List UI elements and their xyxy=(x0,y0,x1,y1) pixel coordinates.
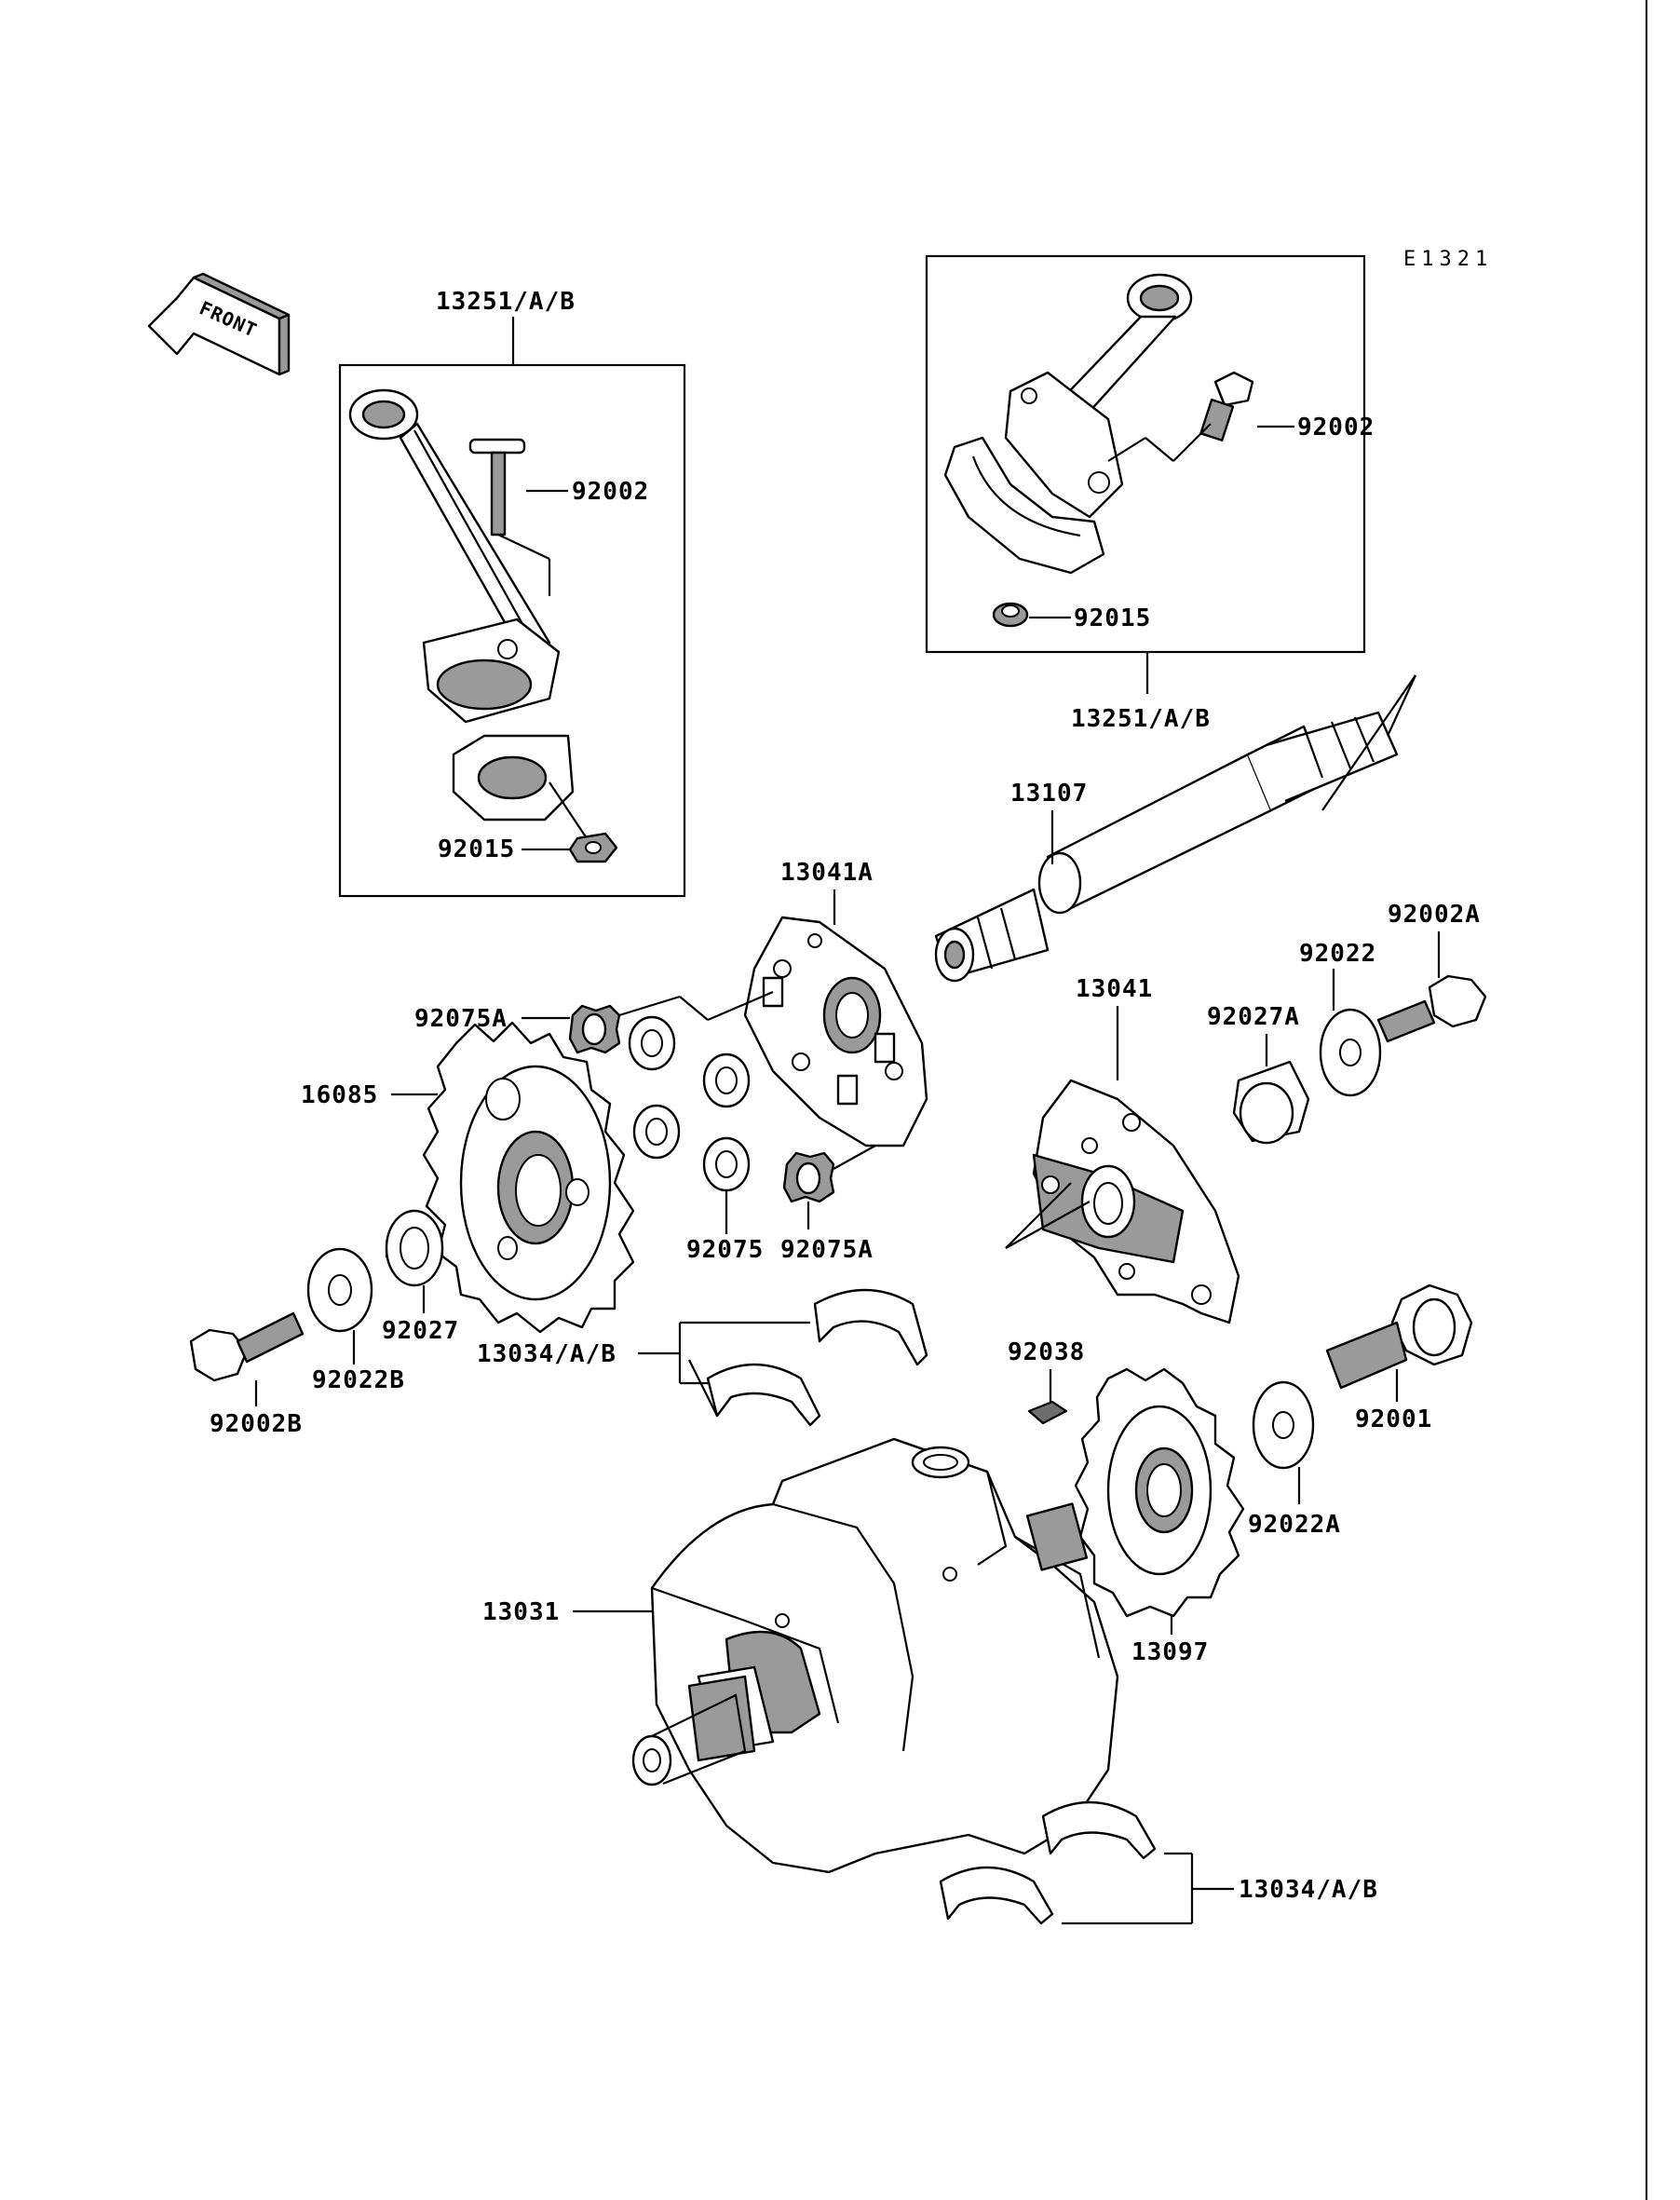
callout-92027A: 92027A xyxy=(1207,1003,1300,1031)
callout-92002-right: 92002 xyxy=(1297,414,1375,441)
spacer-92027 xyxy=(385,1209,444,1287)
callout-92038: 92038 xyxy=(1008,1338,1085,1366)
callout-92022A: 92022A xyxy=(1248,1511,1341,1539)
balancer-13041 xyxy=(1005,1079,1240,1324)
bolt-92002B xyxy=(189,1311,305,1382)
callout-92075A-top: 92075A xyxy=(414,1005,508,1033)
callout-16085: 16085 xyxy=(301,1081,378,1109)
rod-nut-right xyxy=(992,602,1029,628)
bushing-92075-set xyxy=(628,1015,751,1192)
callout-13097: 13097 xyxy=(1131,1638,1209,1666)
balancer-plate-13041A xyxy=(743,916,928,1148)
bolt-92002A xyxy=(1376,974,1487,1043)
callout-92022B: 92022B xyxy=(312,1366,405,1394)
shaft-13107 xyxy=(934,674,1416,983)
bearing-shells-13034-top xyxy=(688,1288,928,1427)
callout-13107: 13107 xyxy=(1010,780,1088,808)
callout-13034-top: 13034/A/B xyxy=(477,1340,616,1368)
washer-92022A xyxy=(1252,1380,1315,1470)
callout-92015-left: 92015 xyxy=(438,835,515,863)
callout-92075: 92075 xyxy=(686,1236,764,1264)
callout-13251-left: 13251/A/B xyxy=(436,288,576,316)
rod-nut-left xyxy=(568,832,618,863)
diagram-code: E1321 xyxy=(1403,248,1493,271)
callout-92002A: 92002A xyxy=(1388,901,1481,929)
connecting-rod-right xyxy=(1004,273,1193,519)
spacer-92027A xyxy=(1232,1060,1310,1145)
rod-bolt-left xyxy=(468,438,551,596)
sprocket-16085 xyxy=(422,1021,635,1334)
rod-kit-box-right xyxy=(925,254,1366,654)
pinion-92075A-bottom xyxy=(782,1151,835,1203)
pinion-92075A-top xyxy=(568,1004,621,1054)
rod-bolt-right xyxy=(1199,371,1254,441)
callout-92027: 92027 xyxy=(382,1317,459,1345)
bolt-92001 xyxy=(1325,1283,1473,1390)
callout-92002-left: 92002 xyxy=(572,478,649,506)
callout-13041: 13041 xyxy=(1076,975,1153,1003)
rod-cap-right xyxy=(943,436,1105,575)
connecting-rod-left xyxy=(348,388,561,724)
callout-13034-bottom: 13034/A/B xyxy=(1239,1876,1378,1904)
callout-92001: 92001 xyxy=(1355,1406,1432,1433)
callout-92015-right: 92015 xyxy=(1074,604,1151,632)
rod-cap-left xyxy=(452,734,588,839)
callout-92022: 92022 xyxy=(1299,940,1376,968)
gear-13097 xyxy=(1074,1367,1245,1618)
callout-13251-right: 13251/A/B xyxy=(1071,705,1211,733)
callout-92002B: 92002B xyxy=(210,1410,303,1438)
washer-92022B xyxy=(306,1247,373,1333)
callout-13041A: 13041A xyxy=(780,859,874,887)
key-92038 xyxy=(1027,1400,1068,1425)
bearing-shells-13034-bottom xyxy=(939,1800,1157,1925)
front-arrow-icon: FRONT xyxy=(147,272,291,376)
crankshaft-13031 xyxy=(631,1437,1119,1874)
callout-13031: 13031 xyxy=(482,1598,560,1626)
washer-92022 xyxy=(1319,1008,1382,1097)
callout-92075A-bottom: 92075A xyxy=(780,1236,874,1264)
